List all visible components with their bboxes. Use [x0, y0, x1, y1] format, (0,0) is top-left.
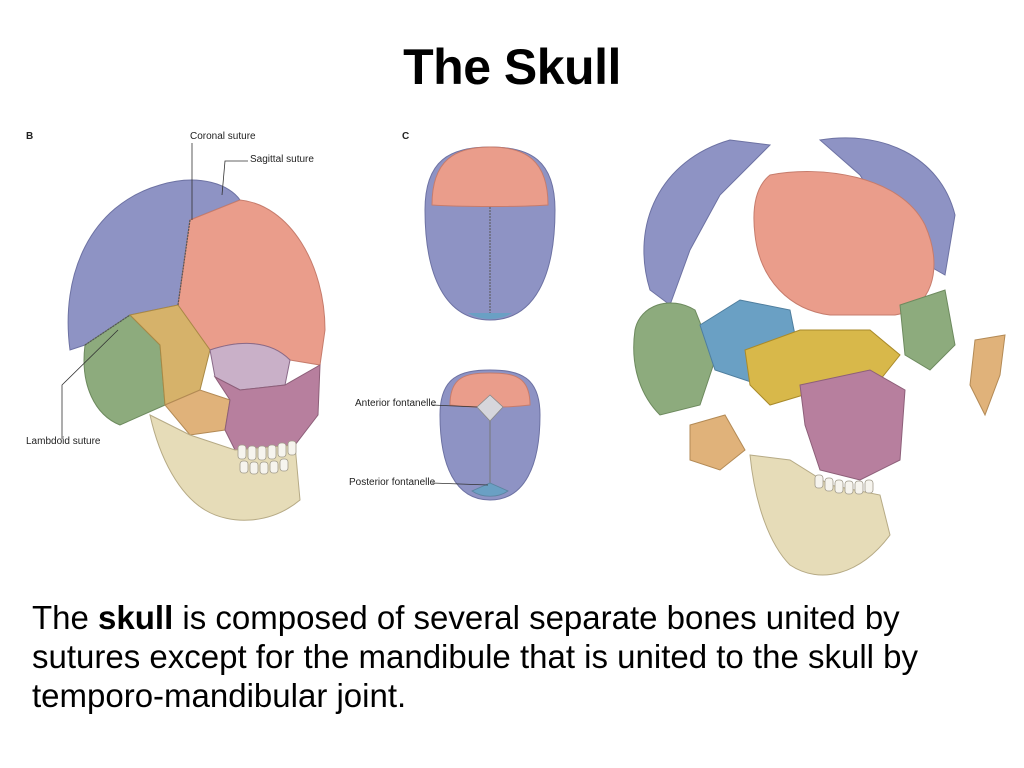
superior-views [424, 146, 556, 501]
caption-keyword: skull [98, 599, 174, 636]
exploded-right-temporal [899, 289, 956, 371]
slide-caption: The skull is composed of several separat… [32, 598, 1002, 715]
exploded-skull [633, 137, 1006, 576]
adult-frontal-top [431, 146, 549, 207]
caption-text-end: is composed of several separate bones un… [32, 599, 919, 714]
label-coronal-suture: Coronal suture [190, 131, 256, 142]
exploded-parietal [643, 139, 772, 306]
panel-letter-c: C [402, 131, 410, 142]
exploded-mandible [749, 454, 891, 576]
lateral-skull [61, 143, 326, 521]
label-sagittal-suture: Sagittal suture [250, 154, 314, 165]
exploded-occipital [633, 302, 716, 416]
skull-illustration: B C Coronal suture Sagittal suture Lambd… [0, 115, 1024, 595]
label-lambdoid-suture: Lambdoid suture [26, 436, 101, 447]
panel-letter-b: B [26, 131, 34, 142]
skull-drawing [61, 137, 1006, 576]
maxilla-bone [213, 364, 321, 451]
caption-text-start: The [32, 599, 99, 636]
posterior-fontanelle-shape [471, 482, 509, 497]
exploded-zygoma-right [969, 334, 1006, 417]
label-posterior-fontanelle: Posterior fontanelle [349, 477, 436, 488]
exploded-maxilla [799, 369, 906, 481]
slide-title: The Skull [403, 39, 621, 95]
coronal-suture-line [177, 219, 191, 306]
teeth [237, 440, 297, 475]
exploded-zygoma-left [689, 414, 746, 471]
lambdoid-suture-line [84, 314, 131, 346]
mandible-bone [149, 414, 301, 521]
label-anterior-fontanelle: Anterior fontanelle [355, 398, 437, 409]
